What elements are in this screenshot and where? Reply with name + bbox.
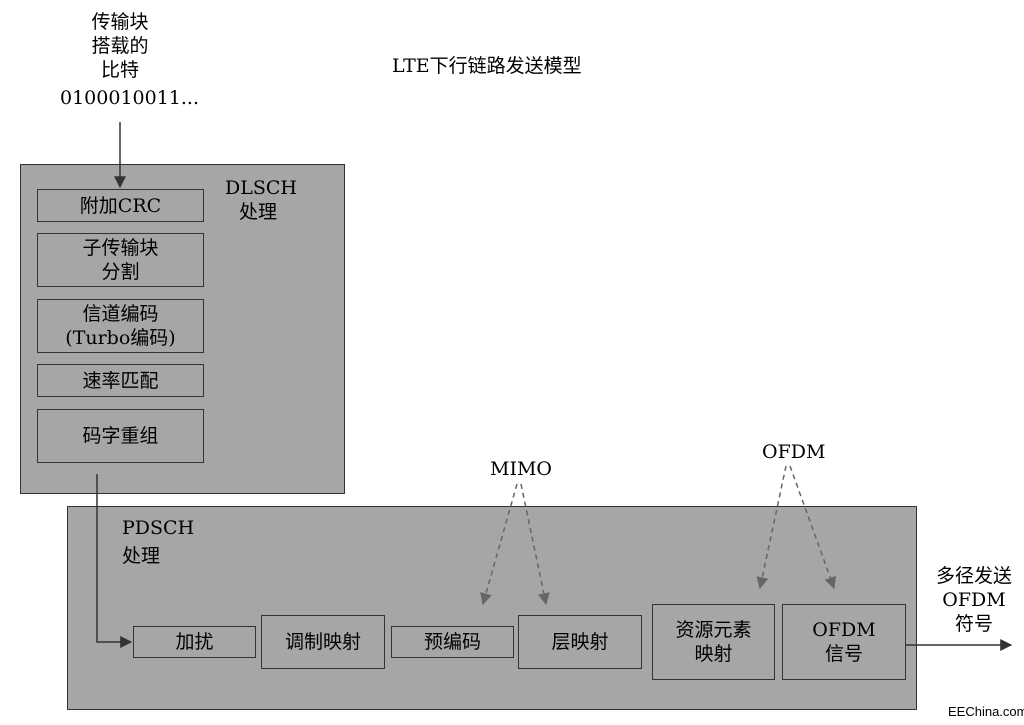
- pdsch-block-scrambling: 加扰: [133, 626, 256, 658]
- ofdm-annotation: OFDM: [762, 441, 826, 463]
- pdsch-block-resource-mapping: 资源元素 映射: [652, 604, 775, 680]
- input-line-3: 比特: [100, 59, 139, 81]
- input-label: 传输块 搭载的 比特 0100010011...: [60, 10, 200, 110]
- pdsch-panel: [67, 506, 917, 710]
- output-line-3: 符号: [954, 613, 993, 635]
- pdsch-block-layer-mapping-label: 层映射: [551, 631, 609, 653]
- pdsch-label-line-1: PDSCH: [122, 517, 195, 539]
- ofdm-to-ofdm-signal-arrow: [789, 465, 836, 590]
- dlsch-block-rate-matching: 速率匹配: [37, 364, 204, 397]
- dlsch-block-rate-matching-label: 速率匹配: [82, 369, 159, 392]
- pdsch-block-precoding-label: 预编码: [423, 631, 481, 653]
- ofdm-to-resource-mapping-arrow: [756, 465, 787, 590]
- input-bits: 0100010011...: [60, 87, 200, 109]
- pdsch-block-modulation-label: 调制映射: [284, 631, 361, 653]
- pdsch-block-ofdm-signal-line-2: 信号: [824, 643, 863, 665]
- dlsch-block-segmentation-line-1: 子传输块: [82, 237, 159, 259]
- input-line-1: 传输块: [91, 11, 149, 33]
- output-line-2: OFDM: [942, 589, 1006, 611]
- dlsch-to-pdsch-arrow: [96, 474, 133, 648]
- dlsch-block-crc-label: 附加CRC: [79, 194, 162, 217]
- pdsch-label: PDSCH 处理: [122, 516, 194, 568]
- watermark: EEChina.com: [948, 704, 1024, 719]
- dlsch-block-segmentation: 子传输块 分割: [37, 233, 204, 287]
- pdsch-block-precoding: 预编码: [391, 626, 514, 658]
- mimo-to-layer-mapping-arrow: [520, 483, 550, 606]
- pdsch-block-modulation: 调制映射: [261, 615, 385, 669]
- dlsch-block-channel-coding: 信道编码 (Turbo编码): [37, 299, 204, 353]
- pdsch-block-resource-mapping-line-2: 映射: [694, 643, 733, 665]
- dlsch-label-line-1: DLSCH: [225, 177, 297, 199]
- dlsch-block-channel-coding-line-1: 信道编码: [82, 303, 159, 325]
- dlsch-block-codeword-concat: 码字重组: [37, 409, 204, 463]
- output-line-1: 多径发送: [935, 565, 1012, 587]
- pdsch-block-layer-mapping: 层映射: [518, 615, 642, 669]
- pdsch-label-line-2: 处理: [122, 545, 161, 567]
- dlsch-label-line-2: 处理: [239, 201, 278, 223]
- pdsch-block-ofdm-signal-line-1: OFDM: [812, 619, 876, 641]
- dlsch-block-segmentation-line-2: 分割: [101, 261, 140, 283]
- pdsch-block-scrambling-label: 加扰: [175, 631, 214, 653]
- pdsch-block-resource-mapping-line-1: 资源元素: [675, 619, 752, 641]
- mimo-annotation: MIMO: [490, 458, 552, 480]
- dlsch-block-crc: 附加CRC: [37, 189, 204, 222]
- output-label: 多径发送 OFDM 符号: [922, 564, 1024, 636]
- input-line-2: 搭载的: [91, 35, 149, 57]
- pdsch-block-ofdm-signal: OFDM 信号: [782, 604, 906, 680]
- mimo-to-precoding-arrow: [480, 483, 518, 606]
- dlsch-block-channel-coding-line-2: (Turbo编码): [65, 327, 176, 349]
- dlsch-label: DLSCH 处理: [225, 176, 297, 224]
- diagram-title: LTE下行链路发送模型: [392, 55, 582, 77]
- dlsch-block-codeword-concat-label: 码字重组: [82, 425, 159, 447]
